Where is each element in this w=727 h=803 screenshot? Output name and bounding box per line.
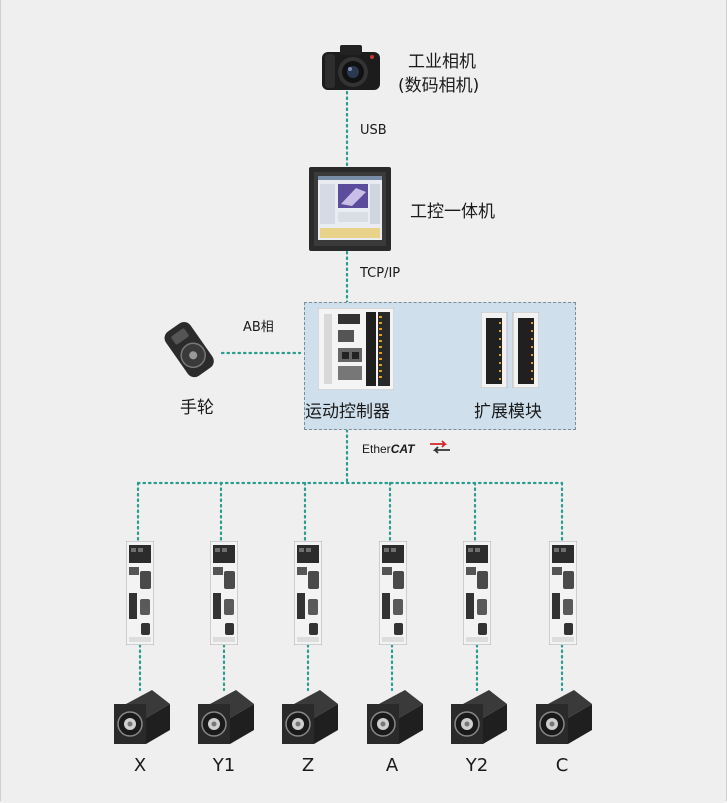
servo-drive-icon [294,541,322,645]
axis-label: Y1 [212,755,236,776]
servo-drive-icon [379,541,407,645]
tcpip-label: TCP/IP [360,266,401,281]
usb-label: USB [360,123,387,138]
axis-label: Z [301,755,315,776]
expansion-module-icon [481,312,539,388]
servo-drive-icon [549,541,577,645]
camera-sublabel: (数码相机) [398,76,480,96]
industrial-pc-icon [309,167,391,251]
servo-drive-icon [210,541,238,645]
servo-motor-icon [536,690,592,744]
servo-motor-icon [198,690,254,744]
axis-label: X [133,755,147,776]
motion-controller-icon [318,308,394,390]
controller-label: 运动控制器 [305,402,390,422]
ipc-label: 工控一体机 [410,202,495,222]
ethercat-prefix: Ether [362,442,391,456]
servo-motor-icon [114,690,170,744]
handwheel-icon [164,321,214,378]
camera-icon [322,45,380,90]
ethercat-brand: CAT [390,442,415,456]
camera-label: 工业相机 [408,52,476,72]
servo-motor-icon [451,690,507,744]
servo-drive-icon [126,541,154,645]
expansion-label: 扩展模块 [474,402,542,422]
servo-drive-icon [463,541,491,645]
ab-label: AB相 [243,320,274,335]
axis-label: Y2 [465,755,489,776]
ethercat-logo: EtherCAT [362,442,414,456]
servo-motor-icon [282,690,338,744]
axis-label: A [385,755,399,776]
servo-motor-icon [367,690,423,744]
ethercat-arrows-icon [430,440,450,454]
axis-label: C [555,755,569,776]
handwheel-label: 手轮 [180,398,214,418]
